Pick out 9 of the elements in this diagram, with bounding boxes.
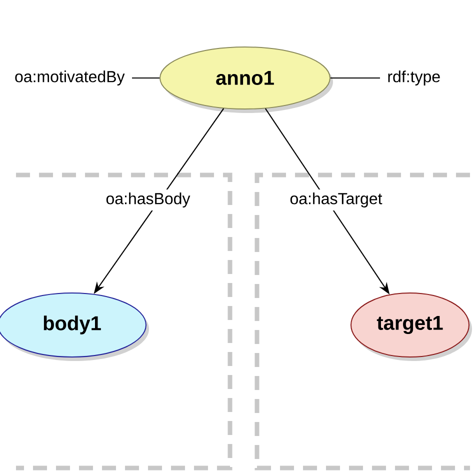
ellipse-node: target1 xyxy=(350,292,472,361)
edge-label: oa:hasTarget xyxy=(286,190,386,210)
edge-label: oa:motivatedBy xyxy=(12,68,128,88)
ellipse-node: body1 xyxy=(0,292,149,361)
ellipse-node: anno1 xyxy=(160,46,333,113)
connector xyxy=(330,77,380,79)
connector xyxy=(132,77,160,79)
edge-label: rdf:type xyxy=(384,68,444,88)
edge-label: oa:hasBody xyxy=(102,190,194,210)
